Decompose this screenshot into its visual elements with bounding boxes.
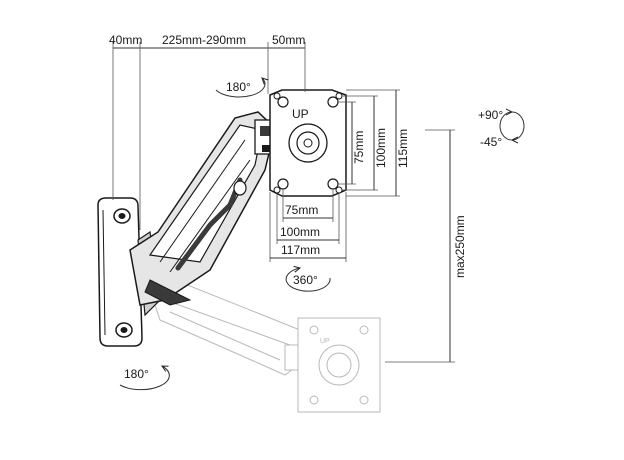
dim-vesa-v-100: 100mm bbox=[374, 128, 388, 168]
dim-vesa-h-75: 75mm bbox=[285, 203, 318, 217]
vesa-plate: UP bbox=[269, 89, 347, 197]
rotate-top-label: 180° bbox=[226, 80, 251, 94]
tilt-icon bbox=[499, 112, 525, 140]
tilt-down-label: -45° bbox=[480, 135, 502, 149]
rotate-bottom-label: 180° bbox=[124, 367, 149, 381]
swivel-label: 360° bbox=[293, 273, 318, 287]
rotate-top-icon bbox=[215, 78, 265, 98]
dim-vesa-v-115: 115mm bbox=[396, 129, 410, 168]
dim-height-max250: max250mm bbox=[453, 215, 467, 278]
main-arm bbox=[129, 111, 278, 306]
dim-top-225-290: 225mm-290mm bbox=[162, 33, 246, 47]
dim-top-40: 40mm bbox=[109, 33, 142, 47]
rotate-bottom-icon bbox=[119, 366, 170, 391]
dim-top-50: 50mm bbox=[272, 33, 305, 47]
plate-up-label: UP bbox=[292, 107, 309, 121]
swivel-icon bbox=[285, 268, 331, 292]
dim-vesa-h-117: 117mm bbox=[281, 243, 320, 257]
svg-text:UP: UP bbox=[320, 338, 330, 345]
ghost-vesa-plate: UP bbox=[297, 317, 381, 413]
dim-vesa-v-75: 75mm bbox=[352, 131, 366, 164]
tilt-up-label: +90° bbox=[478, 108, 503, 122]
height-dimension bbox=[385, 129, 455, 363]
top-dimension bbox=[112, 42, 306, 230]
dim-vesa-h-100: 100mm bbox=[280, 225, 320, 239]
vesa-vertical-dims bbox=[338, 89, 400, 197]
vesa-horizontal-dims bbox=[269, 190, 347, 262]
